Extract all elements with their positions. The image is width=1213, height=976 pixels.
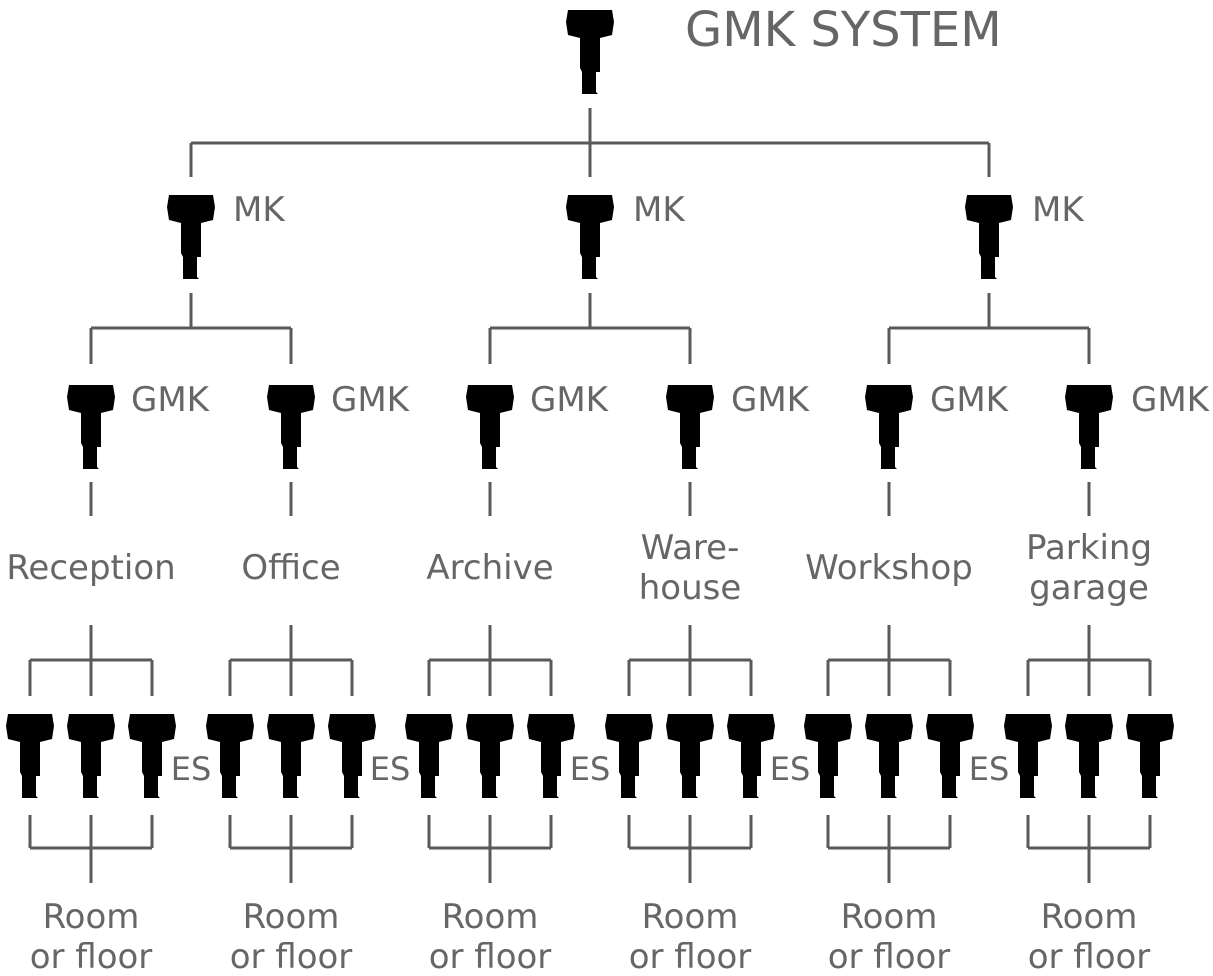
gmk-system-key-icon bbox=[566, 10, 614, 94]
area-label-warehouse-line2: house bbox=[639, 568, 742, 608]
es-label: ES bbox=[171, 750, 212, 788]
gmk-label: GMK bbox=[731, 380, 811, 420]
change-key-icon bbox=[206, 714, 254, 798]
es-label: ES bbox=[570, 750, 611, 788]
room-label-line2: or floor bbox=[30, 937, 153, 976]
room-label-line1: Room bbox=[642, 897, 739, 937]
gmk-label: GMK bbox=[131, 380, 211, 420]
mk-key-icon bbox=[566, 195, 614, 279]
change-key-icon bbox=[666, 714, 714, 798]
room-label-line2: or floor bbox=[429, 937, 552, 976]
room-label-line1: Room bbox=[442, 897, 539, 937]
room-label-line2: or floor bbox=[1028, 937, 1151, 976]
gmk-key-icon bbox=[666, 385, 714, 469]
change-key-icon bbox=[605, 714, 653, 798]
room-label-line2: or floor bbox=[629, 937, 752, 976]
change-key-icon bbox=[405, 714, 453, 798]
mk-key-icon bbox=[167, 195, 215, 279]
area-label-office: Office bbox=[241, 548, 340, 588]
room-label-line1: Room bbox=[243, 897, 340, 937]
change-key-icon bbox=[1126, 714, 1174, 798]
gmk-key-icon bbox=[1065, 385, 1113, 469]
change-key-icon bbox=[267, 714, 315, 798]
area-label-workshop: Workshop bbox=[805, 548, 973, 588]
change-key-icon bbox=[128, 714, 176, 798]
change-key-icon bbox=[527, 714, 575, 798]
room-label-line1: Room bbox=[841, 897, 938, 937]
change-key-icon bbox=[865, 714, 913, 798]
gmk-key-icon bbox=[466, 385, 514, 469]
area-label-warehouse-line1: Ware- bbox=[641, 528, 740, 568]
change-key-icon bbox=[67, 714, 115, 798]
gmk-key-icon bbox=[865, 385, 913, 469]
gmk-key-icon bbox=[267, 385, 315, 469]
mk-label: MK bbox=[633, 190, 686, 230]
gmk-label: GMK bbox=[530, 380, 610, 420]
area-label-parking-line2: garage bbox=[1029, 568, 1149, 608]
mk-label: MK bbox=[233, 190, 286, 230]
gmk-label: GMK bbox=[930, 380, 1010, 420]
es-label: ES bbox=[370, 750, 411, 788]
mk-key-icon bbox=[965, 195, 1013, 279]
gmk-key-icon bbox=[67, 385, 115, 469]
area-label-parking-line1: Parking bbox=[1026, 528, 1152, 568]
change-key-icon bbox=[1065, 714, 1113, 798]
change-key-icon bbox=[727, 714, 775, 798]
change-key-icon bbox=[466, 714, 514, 798]
connector-lines bbox=[28, 108, 1152, 883]
es-label: ES bbox=[770, 750, 811, 788]
change-key-icon bbox=[6, 714, 54, 798]
area-label-reception: Reception bbox=[6, 548, 175, 588]
gmk-label: GMK bbox=[331, 380, 411, 420]
room-label-line1: Room bbox=[1041, 897, 1138, 937]
change-key-icon bbox=[926, 714, 974, 798]
room-label-line2: or floor bbox=[230, 937, 353, 976]
change-key-icon bbox=[804, 714, 852, 798]
mk-label: MK bbox=[1032, 190, 1085, 230]
area-label-archive: Archive bbox=[426, 548, 553, 588]
diagram-title: GMK SYSTEM bbox=[685, 2, 1002, 58]
change-key-icon bbox=[1004, 714, 1052, 798]
gmk-label: GMK bbox=[1131, 380, 1211, 420]
es-label: ES bbox=[969, 750, 1010, 788]
room-label-line1: Room bbox=[43, 897, 140, 937]
room-label-line2: or floor bbox=[828, 937, 951, 976]
